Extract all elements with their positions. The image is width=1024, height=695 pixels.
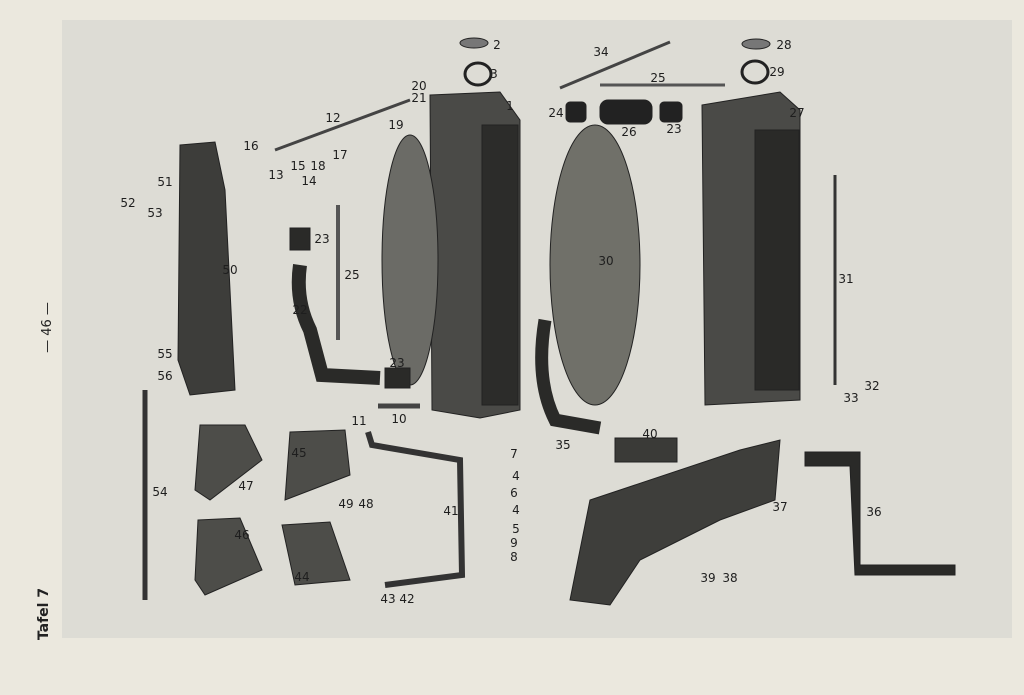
radiator-core-right bbox=[754, 129, 800, 391]
part-label: 53 bbox=[147, 206, 163, 220]
part-label: 23 bbox=[389, 356, 405, 370]
bracket-45 bbox=[284, 429, 351, 501]
part-label: 46 bbox=[234, 528, 250, 542]
part-label: 44 bbox=[294, 570, 310, 584]
housing-37 bbox=[569, 439, 781, 606]
bracket-44 bbox=[281, 521, 351, 586]
hose-23b bbox=[384, 367, 411, 389]
hose-23 bbox=[289, 227, 311, 251]
part-label: 5 bbox=[512, 522, 520, 536]
hose-23c bbox=[659, 101, 683, 123]
part-label: 16 bbox=[243, 139, 259, 153]
bracket-46 bbox=[194, 517, 263, 596]
part-label: 40 bbox=[642, 427, 658, 441]
part-label: 23 bbox=[314, 232, 330, 246]
part-label: 29 bbox=[769, 65, 785, 79]
part-label: 35 bbox=[555, 438, 571, 452]
part-label: 21 bbox=[411, 91, 427, 105]
fan-shroud-left bbox=[381, 134, 439, 386]
part-label: 20 bbox=[411, 79, 427, 93]
part-label: 26 bbox=[621, 125, 637, 139]
cylinder-40 bbox=[614, 437, 678, 463]
radiator-core-left bbox=[481, 124, 519, 406]
part-label: 48 bbox=[358, 497, 374, 511]
hose-35 bbox=[535, 318, 602, 435]
part-label: 49 bbox=[338, 497, 354, 511]
part-label: 2 bbox=[493, 38, 501, 52]
gasket-3 bbox=[463, 61, 493, 87]
part-label: 19 bbox=[388, 118, 404, 132]
gasket-29 bbox=[740, 59, 770, 85]
bracket-47 bbox=[194, 424, 263, 501]
part-label: 11 bbox=[351, 414, 367, 428]
part-label: 39 bbox=[700, 571, 716, 585]
part-label: 3 bbox=[490, 67, 498, 81]
hose-24 bbox=[565, 101, 587, 123]
strap-41 bbox=[365, 431, 466, 588]
part-label: 6 bbox=[510, 486, 518, 500]
page-number: — 46 — bbox=[39, 302, 55, 353]
part-label: 42 bbox=[399, 592, 415, 606]
part-label: 55 bbox=[157, 347, 173, 361]
fan-shroud-right bbox=[549, 124, 641, 406]
part-label: 13 bbox=[268, 168, 284, 182]
part-label: 24 bbox=[548, 106, 564, 120]
hose-26 bbox=[599, 99, 653, 125]
rod-34 bbox=[559, 40, 671, 90]
part-label: 15 bbox=[290, 159, 306, 173]
part-label: 31 bbox=[838, 272, 854, 286]
part-label: 18 bbox=[310, 159, 326, 173]
part-label: 25 bbox=[650, 71, 666, 85]
part-label: 1 bbox=[506, 99, 514, 113]
part-label: 52 bbox=[120, 196, 136, 210]
part-label: 14 bbox=[301, 174, 317, 188]
cap-28 bbox=[741, 38, 771, 50]
part-label: 27 bbox=[789, 106, 805, 120]
part-label: 12 bbox=[325, 111, 341, 125]
rod-12 bbox=[274, 98, 411, 152]
part-label: 17 bbox=[332, 148, 348, 162]
part-label: 30 bbox=[598, 254, 614, 268]
part-label: 54 bbox=[152, 485, 168, 499]
part-label: 22 bbox=[292, 303, 308, 317]
part-label: 28 bbox=[776, 38, 792, 52]
bracket-50 bbox=[177, 141, 236, 396]
cap-2 bbox=[459, 37, 489, 49]
part-label: 23 bbox=[666, 122, 682, 136]
part-label: 25 bbox=[344, 268, 360, 282]
part-label: 32 bbox=[864, 379, 880, 393]
hose-22 bbox=[291, 264, 381, 385]
part-label: 4 bbox=[512, 469, 520, 483]
part-label: 45 bbox=[291, 446, 307, 460]
part-label: 50 bbox=[222, 263, 238, 277]
part-label: 8 bbox=[510, 550, 518, 564]
part-label: 37 bbox=[772, 500, 788, 514]
part-label: 38 bbox=[722, 571, 738, 585]
part-label: 4 bbox=[512, 503, 520, 517]
part-label: 9 bbox=[510, 536, 518, 550]
part-label: 56 bbox=[157, 369, 173, 383]
part-label: 51 bbox=[157, 175, 173, 189]
crank-36 bbox=[804, 451, 956, 576]
plate-title: Tafel 7 bbox=[36, 587, 53, 641]
part-label: 34 bbox=[593, 45, 609, 59]
part-label: 41 bbox=[443, 504, 459, 518]
part-label: 47 bbox=[238, 479, 254, 493]
part-label: 36 bbox=[866, 505, 882, 519]
part-label: 7 bbox=[510, 447, 518, 461]
part-label: 43 bbox=[380, 592, 396, 606]
part-label: 10 bbox=[391, 412, 407, 426]
part-label: 33 bbox=[843, 391, 859, 405]
